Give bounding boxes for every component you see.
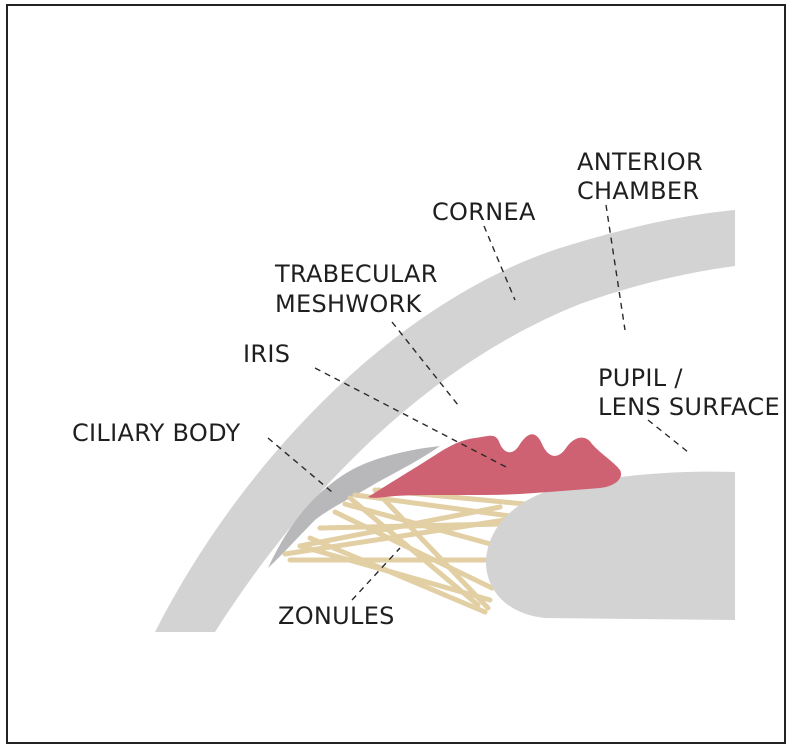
label-anterior-chamber-line1: ANTERIOR bbox=[577, 148, 703, 176]
label-pupil-lens-line1: PUPIL / bbox=[598, 364, 683, 392]
label-iris: IRIS bbox=[243, 340, 290, 368]
label-trabecular-meshwork-line1: TRABECULAR bbox=[274, 260, 438, 288]
label-anterior-chamber-line2: CHAMBER bbox=[577, 177, 699, 205]
eye-anatomy-diagram: ANTERIOR CHAMBER CORNEA TRABECULAR MESHW… bbox=[0, 0, 793, 713]
label-trabecular-meshwork-line2: MESHWORK bbox=[275, 290, 423, 318]
lens-shape bbox=[486, 472, 735, 620]
label-cornea: CORNEA bbox=[432, 198, 536, 226]
label-zonules: ZONULES bbox=[278, 602, 395, 630]
label-pupil-lens-line2: LENS SURFACE bbox=[598, 393, 780, 421]
leader-pupil-lens bbox=[648, 420, 688, 452]
label-ciliary-body: CILIARY BODY bbox=[72, 419, 241, 447]
